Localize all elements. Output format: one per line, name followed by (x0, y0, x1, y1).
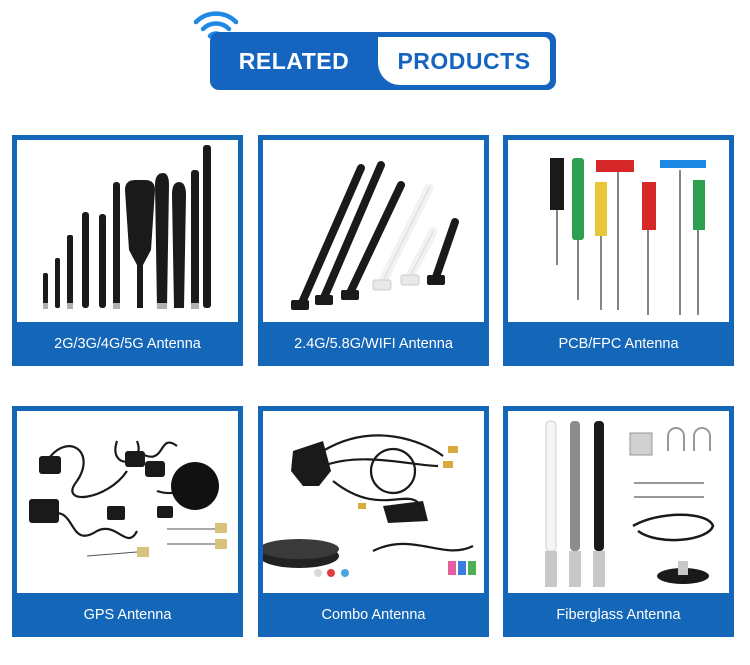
pcb-fpc-antennas-image (508, 140, 729, 322)
product-label[interactable]: 2.4G/5.8G/WIFI Antenna (294, 336, 453, 352)
header-banner-inner (378, 37, 550, 85)
product-label[interactable]: PCB/FPC Antenna (558, 336, 679, 352)
header-products-text: PRODUCTS (397, 47, 531, 74)
product-card-combo[interactable]: Combo Antenna (258, 406, 489, 637)
cellular-antennas-image (17, 140, 238, 322)
product-label[interactable]: 2G/3G/4G/5G Antenna (54, 336, 201, 352)
combo-antennas-image (263, 411, 484, 593)
product-card-gps[interactable]: GPS Antenna (12, 406, 243, 637)
product-card-pcb[interactable]: PCB/FPC Antenna (503, 135, 734, 366)
product-card-cellular[interactable]: 2G/3G/4G/5G Antenna (12, 135, 243, 366)
wifi-antennas-image (263, 140, 484, 322)
product-label[interactable]: Combo Antenna (321, 607, 426, 623)
gps-antennas-image (17, 411, 238, 593)
product-card-fiberglass[interactable]: Fiberglass Antenna (503, 406, 734, 637)
product-label[interactable]: GPS Antenna (83, 607, 172, 623)
product-label[interactable]: Fiberglass Antenna (556, 607, 681, 623)
product-card-wifi[interactable]: 2.4G/5.8G/WIFI Antenna (258, 135, 489, 366)
fiberglass-antennas-image (508, 411, 729, 593)
header-related-text: RELATED (238, 47, 350, 74)
